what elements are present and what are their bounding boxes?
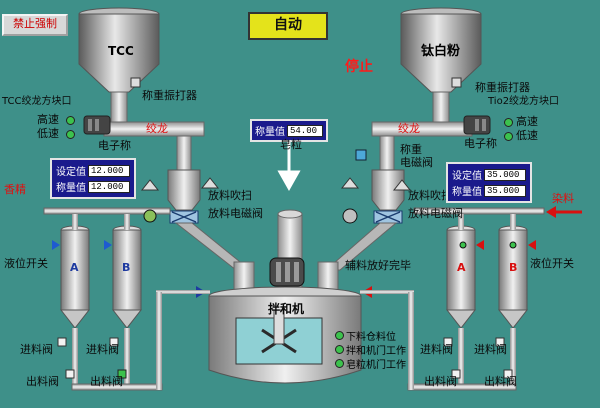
left-valve-label: 放料电磁阀 [208,207,263,220]
left-auger-label: 绞龙 [146,122,168,135]
left-out-valve-b-label: 出料阀 [90,375,123,388]
right-high-speed-label: 高速 [516,115,538,128]
right-auger-motor [463,115,491,135]
right-auger-pipe [371,121,473,137]
mixer-label: 拌和机 [268,302,305,316]
right-tank-b [497,214,529,329]
left-weigh-hopper [167,169,201,211]
left-discharge-valve[interactable] [169,210,199,224]
left-low-indicator [66,130,75,139]
tcc-screw-label: TCC绞龙方块口 [2,96,72,107]
status-mixer-door: 拌和机门工作 [335,342,406,357]
tcc-hopper-label: TCC [108,44,134,58]
right-tank-a-label: A [457,261,466,274]
right-tank-b-label: B [509,261,518,274]
right-feed-valve-b-label: 进料阀 [474,343,507,356]
left-out-valve-a-label: 出料阀 [26,375,59,388]
right-scale-label: 电子称 [464,137,497,150]
right-solenoid-label: 称重 [400,143,422,156]
right-valve-label: 放料电磁阀 [408,207,463,220]
additive-label: 香精 [4,183,26,196]
right-set-label: 设定值 [452,171,482,182]
force-disable-button[interactable]: 禁止强制 [2,14,68,36]
right-discharge-valve[interactable] [373,210,403,224]
left-vibrator-label: 称重振打器 [142,89,197,102]
status-hopper-level: 下料仓料位 [335,328,396,343]
right-out-valve-b-label: 出料阀 [484,375,517,388]
left-auger-motor [83,115,111,135]
auto-mode-button[interactable]: 自动 [248,12,328,40]
left-scale-label: 电子称 [98,139,131,152]
left-tank-b-label: B [122,261,131,274]
center-scale-panel: 称量值 [250,119,328,142]
left-low-speed-label: 低速 [37,127,59,140]
right-weigh-hopper [371,169,405,211]
status-dot-icon [335,359,344,368]
stop-button[interactable]: 停止 [345,59,373,75]
right-level-switch-label: 液位开关 [530,257,574,270]
left-feed-valve-b-label: 进料阀 [86,343,119,356]
left-level-switch-label: 液位开关 [4,257,48,270]
right-feed-valve-a-label: 进料阀 [420,343,453,356]
left-feed-valve-a-label: 进料阀 [20,343,53,356]
status-soap-door: 皂粒机门工作 [335,356,406,371]
right-low-speed-label: 低速 [516,129,538,142]
center-weigh-label: 称量值 [255,127,285,138]
right-solenoid2-label: 电磁阀 [400,156,433,169]
right-blow-label: 放料吹扫 [408,189,452,202]
mixer-motor [269,257,305,287]
left-weigh-input[interactable] [88,180,130,193]
left-high-indicator [66,116,75,125]
tio2-hopper [400,7,482,123]
left-set-label: 设定值 [56,167,86,178]
status-dot-icon [335,345,344,354]
left-high-speed-label: 高速 [37,113,59,126]
right-vibrator-label: 称重振打器 [475,81,530,94]
left-weigh-label: 称量值 [56,183,86,194]
right-blow-icon [342,208,358,224]
mixer-tank [208,286,362,384]
center-weigh-input[interactable] [287,124,323,137]
left-tank-b [111,214,143,329]
tio2-screw-label: Tio2绞龙方块口 [488,96,560,107]
tio2-hopper-label: 钛白粉 [421,44,461,59]
left-scale-panel: 设定值 称量值 [50,158,136,199]
left-blow-icon [143,209,157,223]
right-scale-panel: 设定值 称量值 [446,162,532,203]
left-set-input[interactable] [88,164,130,177]
right-auger-label: 绞龙 [398,122,420,135]
left-blow-label: 放料吹扫 [208,189,252,202]
right-high-indicator [504,118,513,127]
right-set-input[interactable] [484,168,526,181]
soap-chip-label: 皂粒 [280,138,302,151]
right-weigh-label: 称量值 [452,187,482,198]
left-tank-a-label: A [70,261,79,274]
aux-done-label: 辅料放好完毕 [345,259,411,272]
right-low-indicator [504,132,513,141]
dye-label: 染料 [552,192,574,205]
status-dot-icon [335,331,344,340]
feed-down-arrow [277,140,301,192]
right-out-valve-a-label: 出料阀 [424,375,457,388]
tcc-hopper [78,7,160,123]
left-tank-a [59,214,91,329]
right-weigh-input[interactable] [484,184,526,197]
